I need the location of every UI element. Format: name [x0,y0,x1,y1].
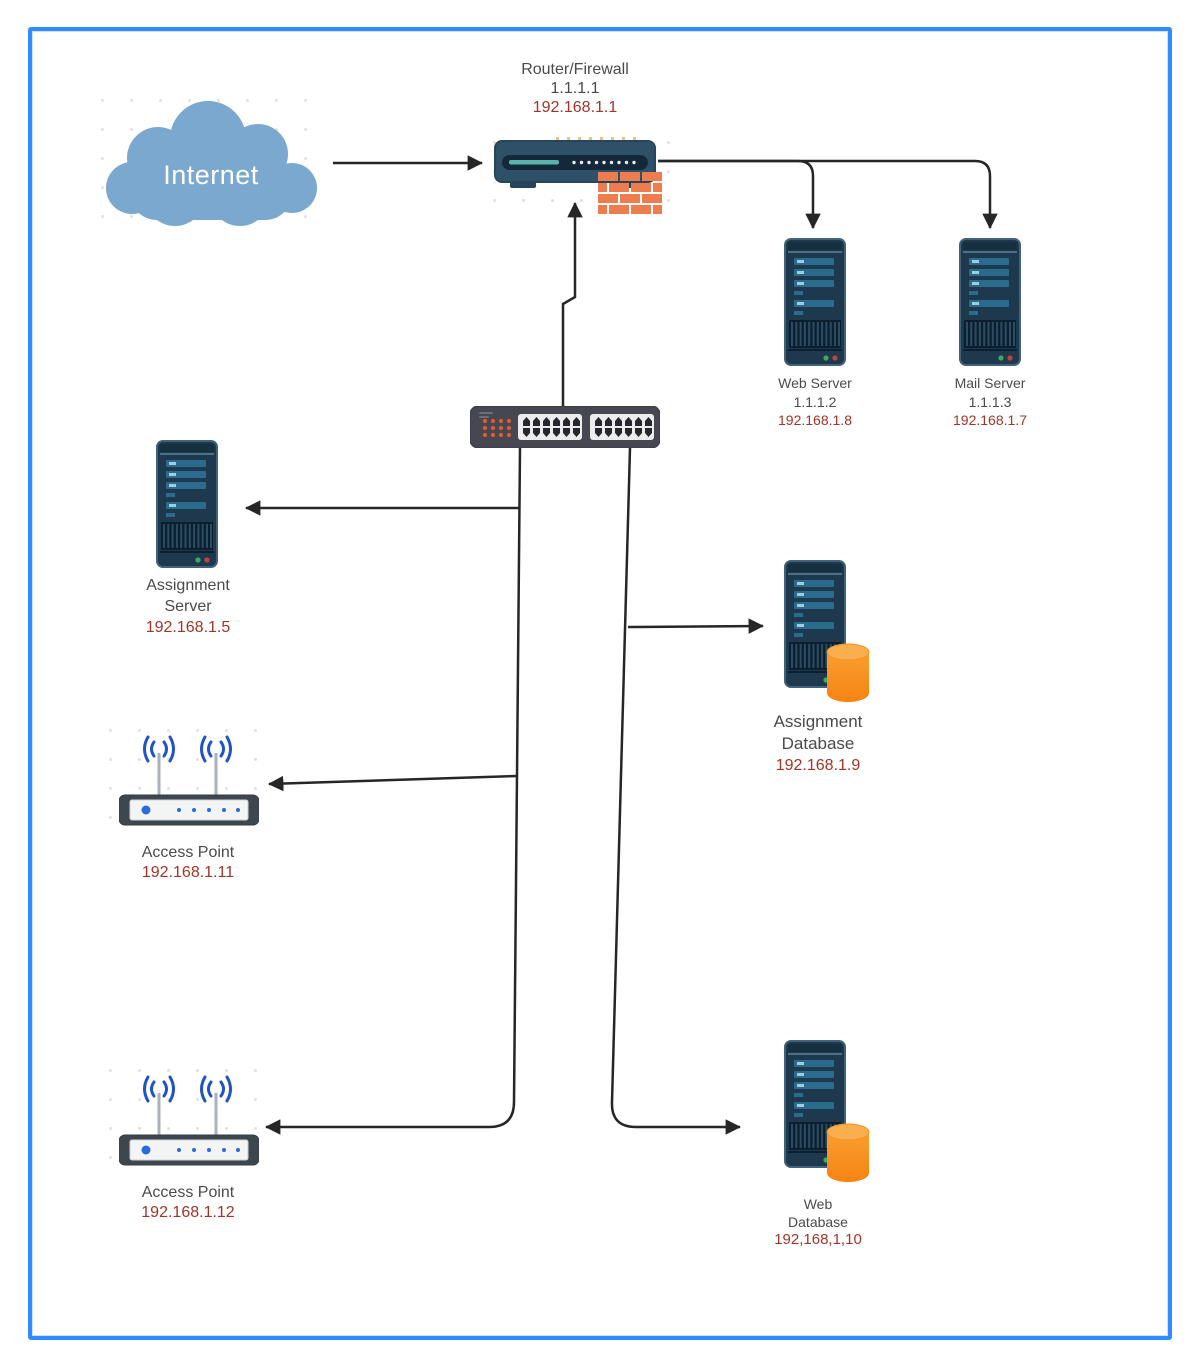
router-firewall-label: Router/Firewall 1.1.1.1 192.168.1.1 [487,60,663,117]
node-switch [469,405,661,449]
assignment-server-name-line2: Server [164,598,212,615]
database-cylinder-icon [825,1122,871,1184]
access-point-1-label: Access Point 192.168.1.11 [108,843,268,883]
assignment-server-label: Assignment Server 192.168.1.5 [108,575,268,638]
access-point-icon [119,727,259,827]
web-database-name-line2: Database [788,1213,848,1230]
web-database-lan-ip: 192,168,1,10 [774,1231,862,1248]
internet-label: Internet [163,160,259,190]
access-point-2-lan-ip: 192.168.1.12 [141,1204,235,1221]
node-internet: Internet [100,94,322,234]
access-point-2-label: Access Point 192.168.1.12 [108,1183,268,1223]
node-assignment-server [156,440,218,568]
mail-server-label: Mail Server 1.1.1.3 192.168.1.7 [930,374,1050,430]
access-point-1-lan-ip: 192.168.1.11 [141,864,235,881]
router-firewall-name: Router/Firewall [521,61,629,78]
mail-server-wan-ip: 1.1.1.3 [968,393,1012,410]
cloud-icon [106,101,317,226]
assignment-database-name-line2: Database [781,734,855,753]
access-point-icon [119,1067,259,1167]
web-server-name: Web Server [778,375,852,391]
node-web-server [784,238,846,366]
assignment-server-name-line1: Assignment [146,577,230,594]
assignment-server-lan-ip: 192.168.1.5 [145,619,231,636]
server-icon [784,238,846,366]
diagram-border [28,27,1172,1340]
database-cylinder-icon [825,642,871,704]
mail-server-name: Mail Server [954,375,1026,391]
web-server-label: Web Server 1.1.1.2 192.168.1.8 [755,374,875,430]
switch-icon [469,405,661,449]
assignment-database-label: Assignment Database 192.168.1.9 [738,711,898,777]
web-server-wan-ip: 1.1.1.2 [793,393,837,410]
assignment-database-name-line1: Assignment [773,712,863,731]
server-icon [959,238,1021,366]
router-firewall-lan-ip: 192.168.1.1 [532,99,618,116]
router-firewall-wan-ip: 1.1.1.1 [550,80,600,97]
web-server-lan-ip: 192.168.1.8 [778,412,852,428]
server-icon [156,440,218,568]
node-access-point-2 [119,1067,259,1167]
web-database-name-line1: Web [803,1196,833,1212]
assignment-database-lan-ip: 192.168.1.9 [775,757,861,774]
web-database-label: Web Database 192,168,1,10 [748,1196,888,1249]
firewall-brick-icon [598,172,662,216]
node-access-point-1 [119,727,259,827]
access-point-2-name: Access Point [141,1184,235,1201]
node-mail-server [959,238,1021,366]
mail-server-lan-ip: 192.168.1.7 [953,412,1027,428]
access-point-1-name: Access Point [141,844,235,861]
